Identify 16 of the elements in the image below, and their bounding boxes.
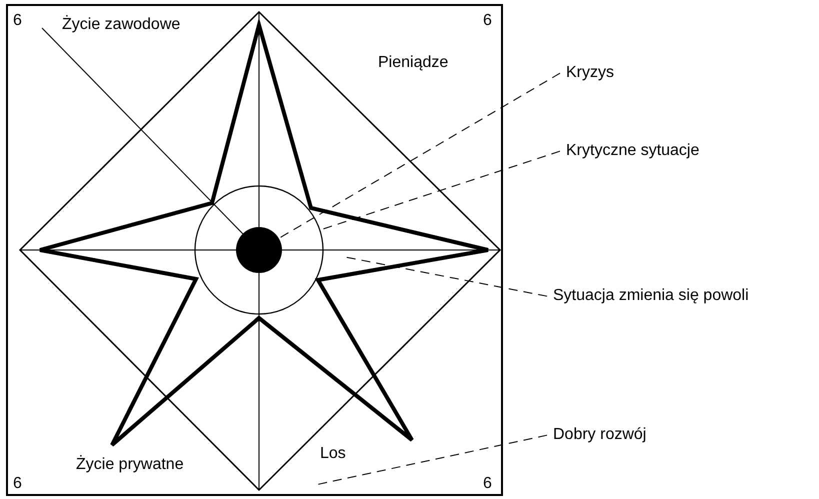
leader-line bbox=[278, 72, 560, 239]
leader-line bbox=[344, 256, 548, 297]
callout-text: Kryzys bbox=[566, 64, 614, 82]
quadrant-label: Życie prywatne bbox=[76, 456, 184, 474]
corner-number: 6 bbox=[483, 12, 492, 30]
callout-text: Krytyczne sytuacje bbox=[566, 142, 700, 160]
quadrant-label: Los bbox=[320, 445, 346, 464]
corner-number: 6 bbox=[483, 475, 492, 494]
quadrant-label: Życie zawodowe bbox=[62, 16, 180, 34]
callout-text: Dobry rozwój bbox=[553, 426, 646, 444]
corner-number: 6 bbox=[13, 12, 22, 30]
corner-number: 6 bbox=[13, 475, 22, 494]
callout-text: Sytuacja zmienia się powoli bbox=[553, 287, 749, 306]
center-dot bbox=[236, 227, 282, 273]
inner-circle bbox=[194, 185, 324, 315]
quadrant-label: Pieniądze bbox=[378, 54, 448, 72]
